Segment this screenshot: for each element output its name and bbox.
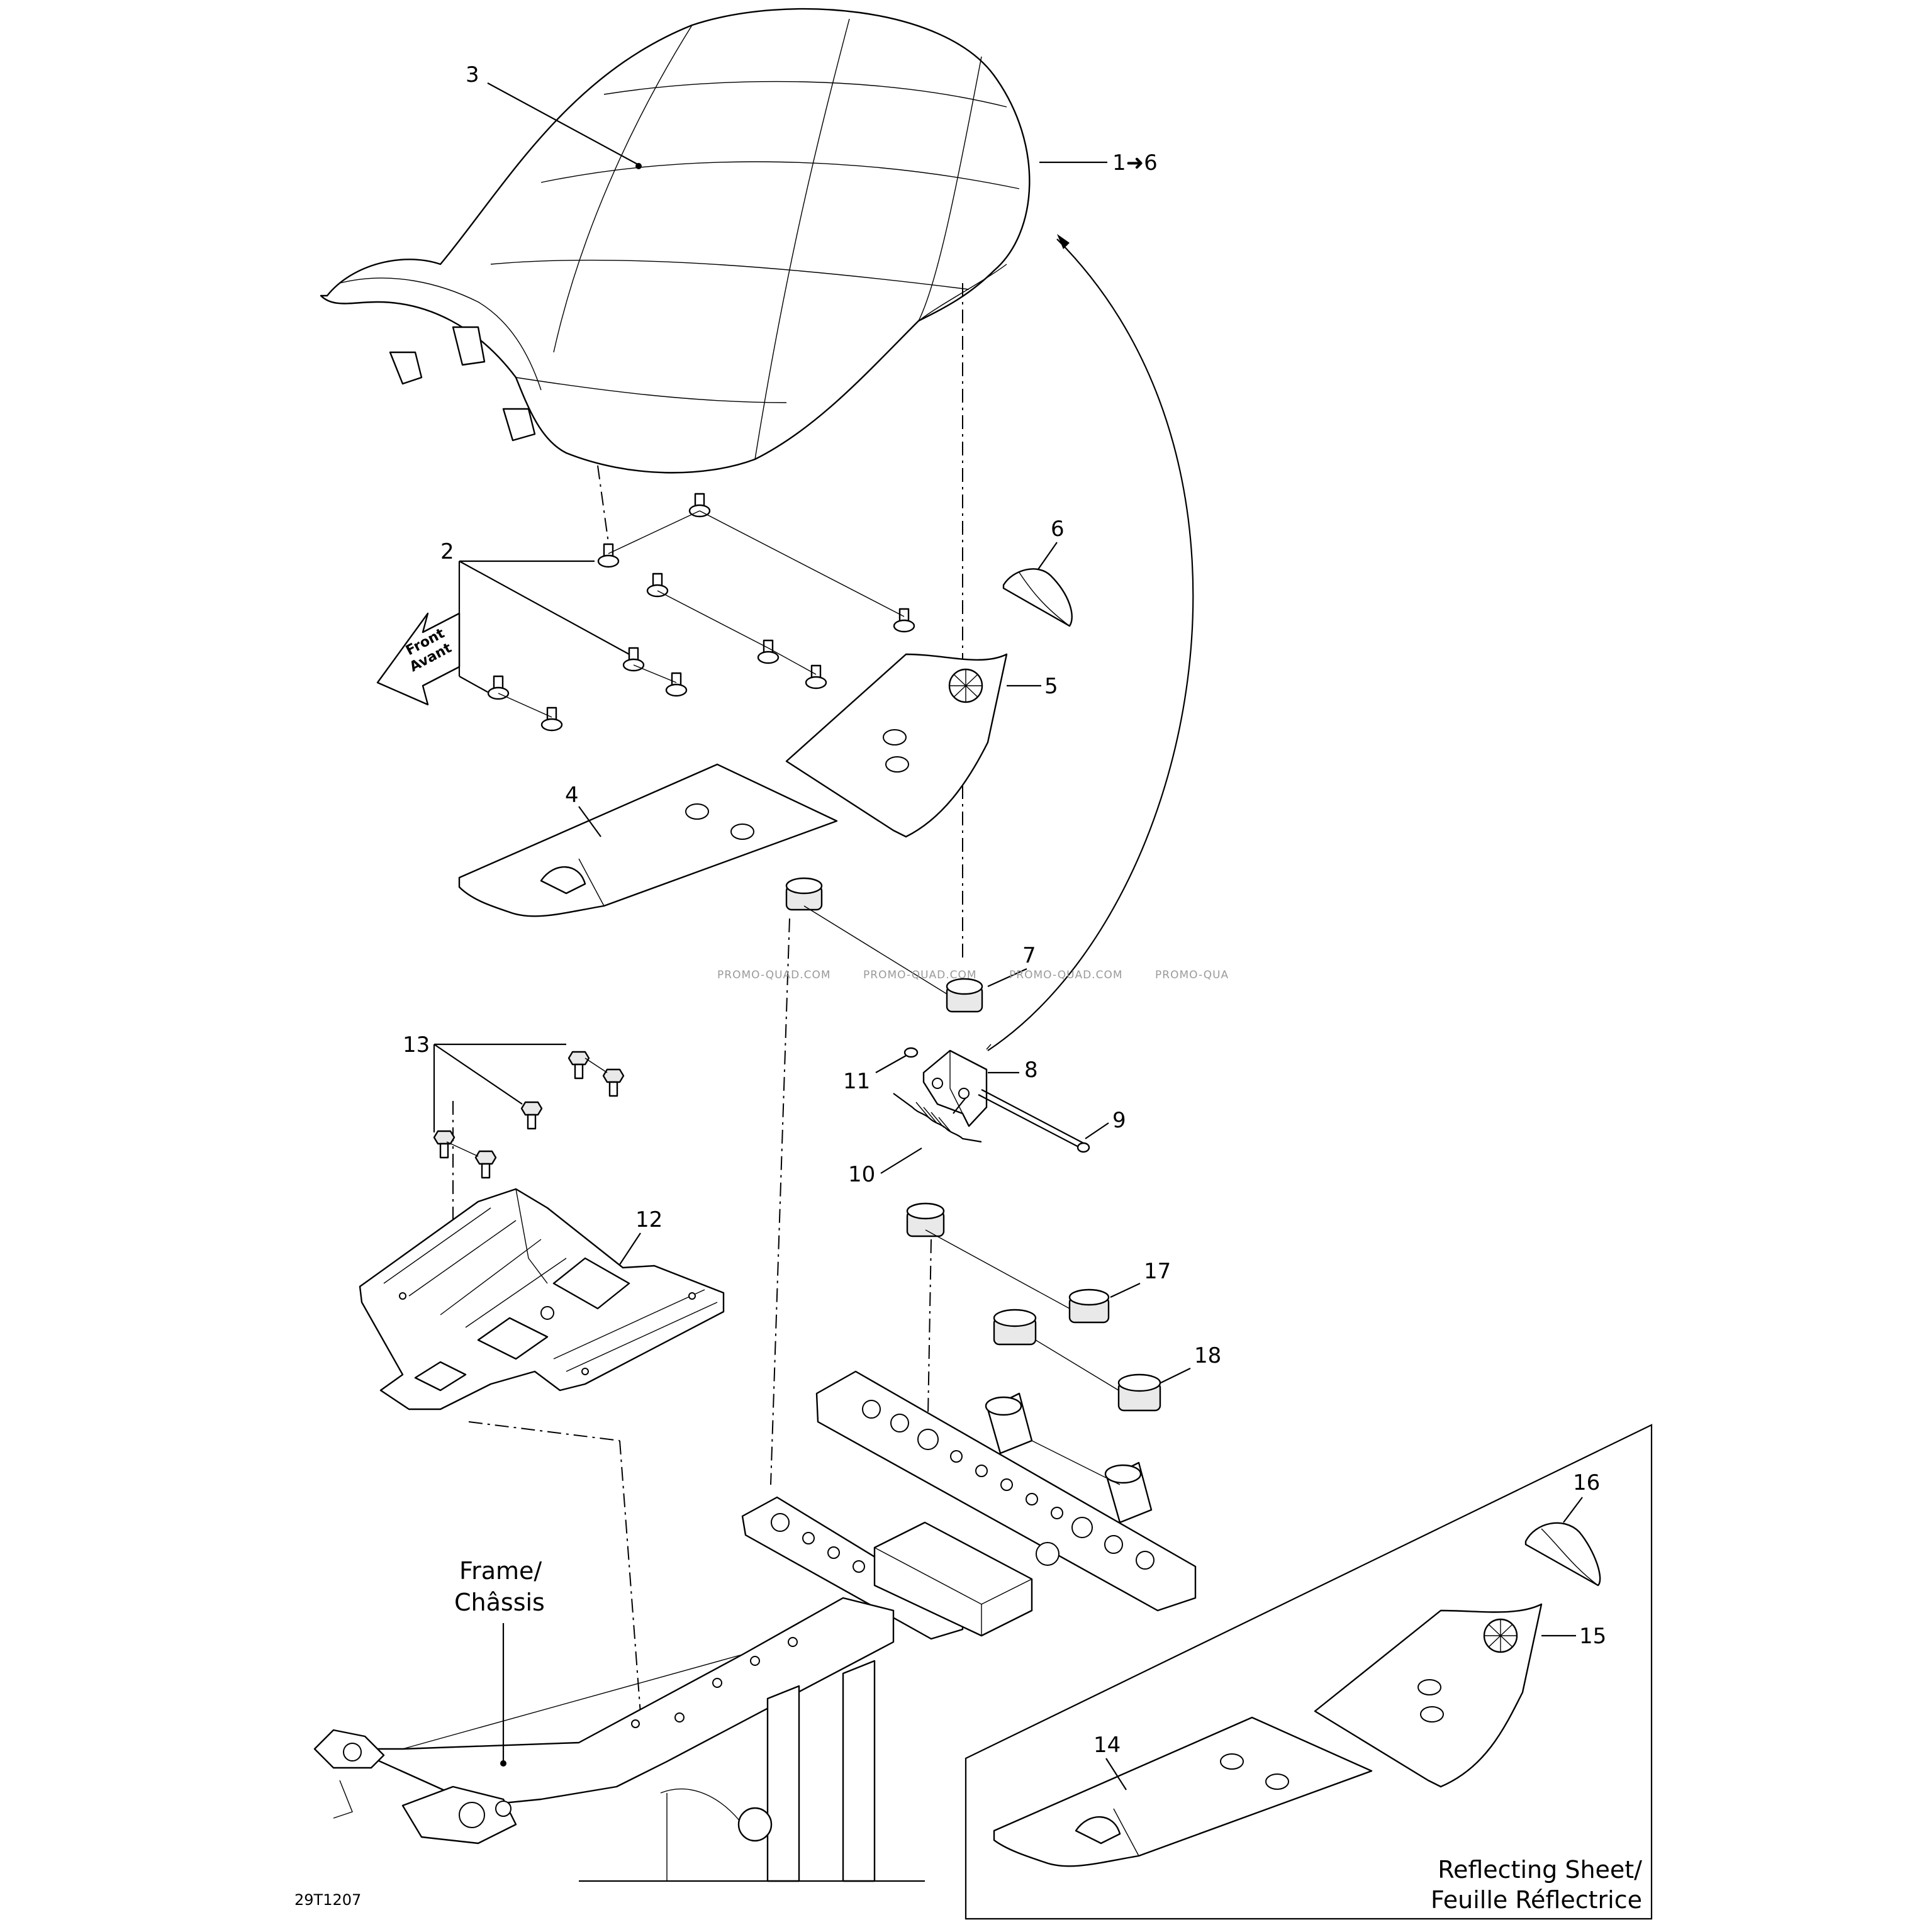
frame-label-line1: Frame/ [459, 1557, 542, 1585]
frame-dot [500, 1760, 506, 1767]
grommet [622, 647, 645, 672]
callout-9: 9 [1112, 1108, 1126, 1133]
grommet [805, 664, 827, 690]
callout-3: 3 [466, 62, 479, 87]
seat-assembly [320, 8, 1031, 474]
nut-17-b [1068, 1288, 1110, 1324]
grommet [665, 672, 688, 697]
callout-12: 12 [635, 1207, 663, 1232]
watermark-1: PROMO-QUAD.COM [717, 969, 831, 981]
protective-plate-12 [359, 1188, 725, 1410]
callout-10: 10 [848, 1162, 875, 1187]
callout-6: 6 [1051, 517, 1065, 542]
grommet [597, 543, 620, 568]
bolt [520, 1101, 543, 1130]
cap-18-b [1117, 1373, 1161, 1412]
bolt-group-13 [433, 1051, 625, 1179]
drawing-number: 29T1207 [294, 1891, 361, 1909]
reflector-front-4 [458, 763, 838, 917]
grommet [540, 706, 563, 732]
callout-2: 2 [440, 539, 454, 564]
reflecting-label-line1: Reflecting Sheet/ [1438, 1856, 1642, 1884]
callout-13-label: 13 [403, 1032, 430, 1058]
nut-17-a [906, 1202, 945, 1237]
grommet [646, 572, 669, 598]
reflector-cap-16 [1524, 1522, 1601, 1587]
grommet-group [487, 493, 915, 732]
grommet [757, 639, 780, 664]
pin-9 [978, 1089, 1090, 1153]
callout-15: 15 [1579, 1624, 1606, 1649]
reflecting-sheet-inset: 16 15 14 Reflecting Sheet/ Feuille Réfle… [964, 1424, 1653, 1920]
grommet [487, 675, 510, 700]
callout-8: 8 [1024, 1058, 1038, 1083]
cap-18-a [993, 1309, 1037, 1346]
callout-7: 7 [1022, 943, 1036, 968]
front-arrow: Front Avant [376, 612, 461, 706]
bolt [433, 1130, 456, 1159]
watermark-2: PROMO-QUAD.COM [863, 969, 977, 981]
watermark-3: PROMO-QUAD.COM [1009, 969, 1123, 981]
bolt [568, 1051, 590, 1080]
reflecting-label-line2: Feuille Réflectrice [1431, 1886, 1642, 1914]
callout-5: 5 [1044, 674, 1058, 699]
reflector-cap-6 [1002, 568, 1073, 627]
callout-18: 18 [1194, 1343, 1221, 1368]
callout-11: 11 [843, 1069, 870, 1094]
callout-14: 14 [1093, 1733, 1121, 1758]
reflector-rear-15 [1314, 1603, 1543, 1788]
bolt [474, 1150, 497, 1179]
latch-bracket-8 [922, 1049, 988, 1127]
reflector-rear-5 [785, 653, 1008, 838]
callout-4: 4 [565, 783, 579, 808]
callout-1-6: 1➜6 [1112, 150, 1158, 176]
frame-chassis [313, 1370, 1197, 1882]
spring-10 [893, 1093, 982, 1143]
callout-16: 16 [1573, 1470, 1600, 1495]
bolt [602, 1068, 625, 1097]
nut-7-b [946, 978, 983, 1013]
watermark-4: PROMO-QUA [1155, 969, 1229, 981]
nut-7-a [785, 877, 823, 911]
frame-label-line2: Châssis [454, 1589, 545, 1616]
grommet [688, 493, 711, 518]
reflector-front-14 [993, 1716, 1373, 1867]
grommet [893, 608, 915, 633]
callout-3-dot [635, 163, 642, 169]
washer-11 [903, 1047, 919, 1058]
callout-17: 17 [1144, 1259, 1171, 1284]
